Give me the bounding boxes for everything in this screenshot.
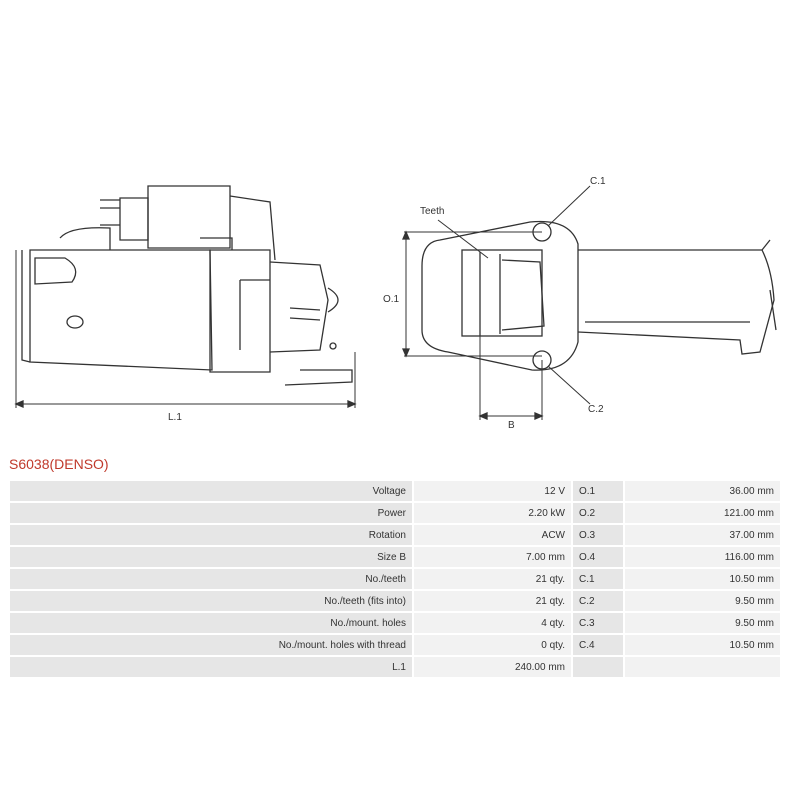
part-title: S6038(DENSO) (9, 456, 109, 472)
spec-value: 7.00 mm (414, 547, 571, 567)
l1-label: L.1 (168, 412, 182, 423)
dimension-code: O.1 (573, 481, 623, 501)
dimension-code: O.2 (573, 503, 623, 523)
side-view (14, 185, 357, 408)
dimension-value: 121.00 mm (625, 503, 780, 523)
spec-value: 21 qty. (414, 591, 571, 611)
b-label: B (508, 420, 515, 431)
o1-label: O.1 (383, 294, 400, 305)
spec-name: No./mount. holes with thread (10, 635, 412, 655)
dimension-code: O.4 (573, 547, 623, 567)
teeth-label: Teeth (420, 206, 444, 217)
dimension-value: 37.00 mm (625, 525, 780, 545)
spec-name: Power (10, 503, 412, 523)
spec-value: ACW (414, 525, 571, 545)
spec-value: 2.20 kW (414, 503, 571, 523)
spec-name: No./mount. holes (10, 613, 412, 633)
dimension-value: 9.50 mm (625, 591, 780, 611)
spec-value: 12 V (414, 481, 571, 501)
dimension-value: 9.50 mm (625, 613, 780, 633)
spec-name: Rotation (10, 525, 412, 545)
dimension-code (573, 657, 623, 677)
spec-name: Voltage (10, 481, 412, 501)
starter-motor-drawing: L.1 O.1 B C.1 C.2 Teeth (14, 176, 777, 431)
dimension-code: C.4 (573, 635, 623, 655)
spec-value: 21 qty. (414, 569, 571, 589)
spec-name: L.1 (10, 657, 412, 677)
front-view (402, 185, 777, 420)
dimension-code: C.2 (573, 591, 623, 611)
dimension-code: O.3 (573, 525, 623, 545)
spec-name: No./teeth (10, 569, 412, 589)
spec-name: No./teeth (fits into) (10, 591, 412, 611)
spec-value: 4 qty. (414, 613, 571, 633)
dimension-value (625, 657, 780, 677)
spec-name: Size B (10, 547, 412, 567)
dimension-value: 116.00 mm (625, 547, 780, 567)
dimension-code: C.1 (573, 569, 623, 589)
dimension-code: C.3 (573, 613, 623, 633)
c1-label: C.1 (590, 176, 606, 187)
spec-value: 0 qty. (414, 635, 571, 655)
dimension-value: 10.50 mm (625, 635, 780, 655)
c2-label: C.2 (588, 404, 604, 415)
spec-value: 240.00 mm (414, 657, 571, 677)
dimension-value: 36.00 mm (625, 481, 780, 501)
dimension-value: 10.50 mm (625, 569, 780, 589)
